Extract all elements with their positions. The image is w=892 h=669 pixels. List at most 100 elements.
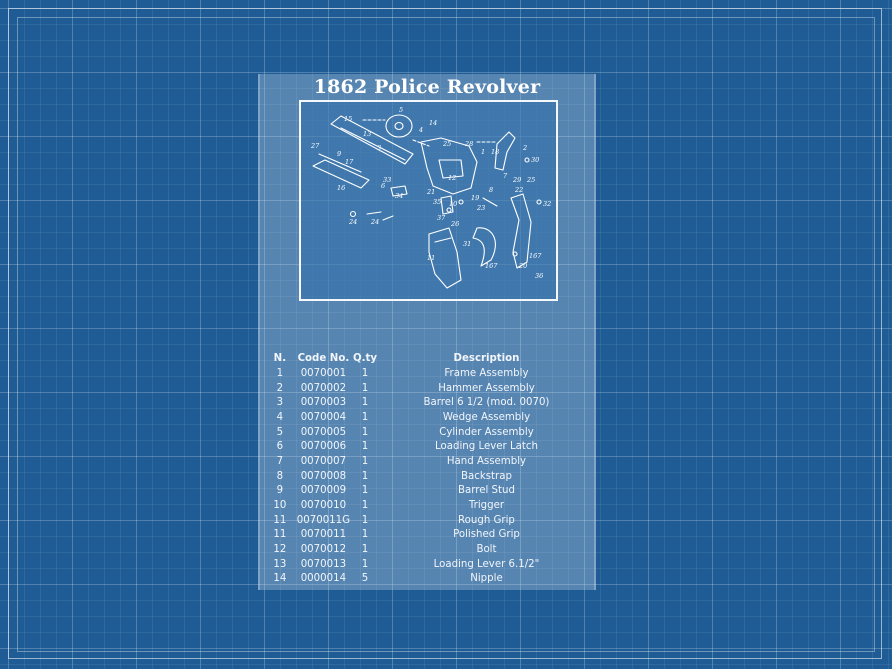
blueprint-inner-border [17, 17, 875, 652]
cell-quantity: 1 [361, 470, 369, 482]
svg-text:13: 13 [363, 130, 371, 138]
cell-quantity: 1 [361, 382, 369, 394]
svg-text:34: 34 [395, 192, 403, 200]
cell-quantity: 1 [361, 411, 369, 423]
svg-text:19: 19 [471, 194, 479, 202]
backstrap-part [510, 193, 532, 269]
svg-text:2: 2 [522, 144, 527, 152]
svg-text:7: 7 [503, 172, 508, 180]
column-header-quantity: Q.ty [352, 353, 378, 364]
cell-description: Trigger [468, 500, 505, 512]
svg-text:25: 25 [442, 140, 451, 148]
cell-code: 0070002 [300, 382, 347, 394]
cell-number: 2 [276, 382, 284, 394]
svg-text:3: 3 [377, 144, 381, 152]
cell-number: 11 [273, 529, 287, 541]
svg-text:30: 30 [531, 156, 539, 164]
table-row: 6 0070006 1 Loading Lever Latch [263, 439, 593, 454]
parts-list-header-row: N. Code No. Q.ty Description [263, 351, 593, 366]
svg-text:32: 32 [543, 200, 551, 208]
cell-code: 0070013 [300, 558, 347, 570]
cell-quantity: 1 [361, 441, 369, 453]
svg-text:1: 1 [481, 148, 485, 156]
cell-description: Bolt [476, 544, 497, 556]
svg-text:11: 11 [427, 254, 435, 262]
cell-number: 5 [276, 426, 284, 438]
trigger-guard-part [472, 227, 496, 267]
cell-code: 0070001 [300, 367, 347, 379]
svg-text:26: 26 [450, 220, 459, 228]
svg-text:10: 10 [449, 200, 457, 208]
cell-description: Hand Assembly [446, 455, 527, 467]
hammer-part [494, 131, 516, 171]
cell-number: 12 [273, 544, 287, 556]
cell-quantity: 1 [361, 514, 369, 526]
cell-description: Hammer Assembly [438, 382, 535, 394]
svg-text:21: 21 [426, 188, 435, 196]
svg-text:24: 24 [348, 218, 357, 226]
svg-text:23: 23 [476, 204, 485, 212]
cell-description: Polished Grip [453, 529, 520, 541]
svg-text:6: 6 [381, 182, 385, 190]
cell-code: 0070011 [300, 529, 347, 541]
svg-text:18: 18 [491, 148, 499, 156]
cell-description: Backstrap [461, 470, 512, 482]
cell-description: Barrel 6 1/2 (mod. 0070) [423, 397, 550, 409]
cell-number: 4 [276, 411, 284, 423]
table-row: 11 0070011 1 Polished Grip [263, 528, 593, 543]
cell-number: 13 [273, 558, 287, 570]
cell-number: 9 [276, 485, 284, 497]
sheet-title: 1862 Police Revolver [313, 76, 541, 98]
cell-description: Wedge Assembly [442, 411, 531, 423]
svg-text:16: 16 [337, 184, 345, 192]
svg-text:24: 24 [370, 218, 379, 226]
cell-number: 14 [273, 573, 287, 585]
cell-description: Cylinder Assembly [439, 426, 534, 438]
cell-number: 10 [273, 500, 287, 512]
cell-description: Loading Lever Latch [435, 441, 538, 453]
cell-quantity: 5 [361, 573, 369, 585]
svg-text:33: 33 [383, 176, 391, 184]
cell-code: 0000014 [300, 573, 347, 585]
svg-text:15: 15 [344, 115, 352, 123]
cell-number: 6 [276, 441, 284, 453]
frame-part [420, 137, 478, 195]
cell-number: 8 [276, 470, 284, 482]
table-row: 2 0070002 1 Hammer Assembly [263, 381, 593, 396]
svg-text:14: 14 [429, 119, 437, 127]
cell-quantity: 1 [361, 558, 369, 570]
svg-text:31: 31 [463, 240, 471, 248]
svg-text:9: 9 [337, 150, 341, 158]
cell-code: 0070009 [300, 485, 347, 497]
svg-text:27: 27 [310, 142, 320, 150]
svg-text:25: 25 [526, 176, 535, 184]
cell-code: 0070003 [300, 397, 347, 409]
cell-code: 0070008 [300, 470, 347, 482]
cell-description: Loading Lever 6.1/2" [433, 558, 540, 570]
cell-quantity: 1 [361, 455, 369, 467]
svg-text:28: 28 [464, 140, 473, 148]
column-header-number: N. [273, 353, 287, 364]
cell-description: Rough Grip [458, 514, 515, 526]
cell-quantity: 1 [361, 544, 369, 556]
svg-text:37: 37 [437, 214, 446, 222]
cell-quantity: 1 [361, 500, 369, 512]
cell-quantity: 1 [361, 529, 369, 541]
svg-text:12: 12 [448, 174, 456, 182]
barrel-part [330, 115, 414, 165]
svg-text:167: 167 [485, 262, 498, 270]
cell-code: 0070011G [296, 514, 351, 526]
cell-number: 7 [276, 455, 284, 467]
svg-text:35: 35 [433, 198, 441, 206]
table-row: 8 0070008 1 Backstrap [263, 469, 593, 484]
cell-code: 0070006 [300, 441, 347, 453]
